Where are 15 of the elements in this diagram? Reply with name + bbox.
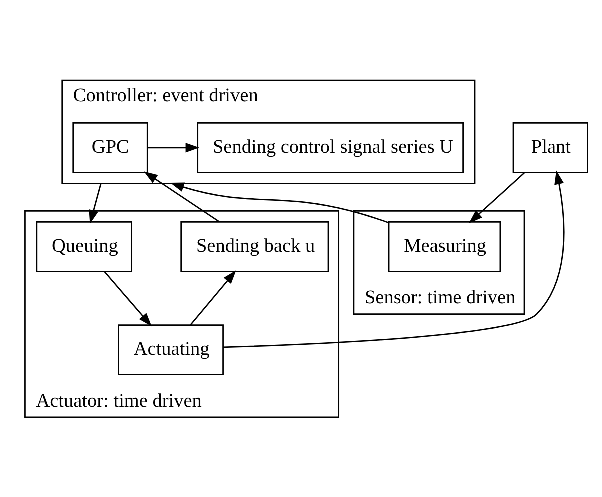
node-box: Actuating xyxy=(118,324,224,376)
arrow xyxy=(469,172,525,223)
node-box: Measuring xyxy=(388,221,502,272)
arrow xyxy=(170,182,390,224)
arrow xyxy=(148,142,200,152)
arrow xyxy=(89,182,102,224)
node-box: Sending control signal series U xyxy=(197,122,464,173)
arrow xyxy=(144,171,220,222)
node-box: GPC xyxy=(72,122,148,173)
node-box: Sending back u xyxy=(180,221,330,272)
node-box: Plant xyxy=(512,122,588,173)
node-box: Queuing xyxy=(36,221,132,272)
arrow xyxy=(190,270,236,326)
arrow xyxy=(104,271,152,326)
arrow xyxy=(223,170,565,348)
